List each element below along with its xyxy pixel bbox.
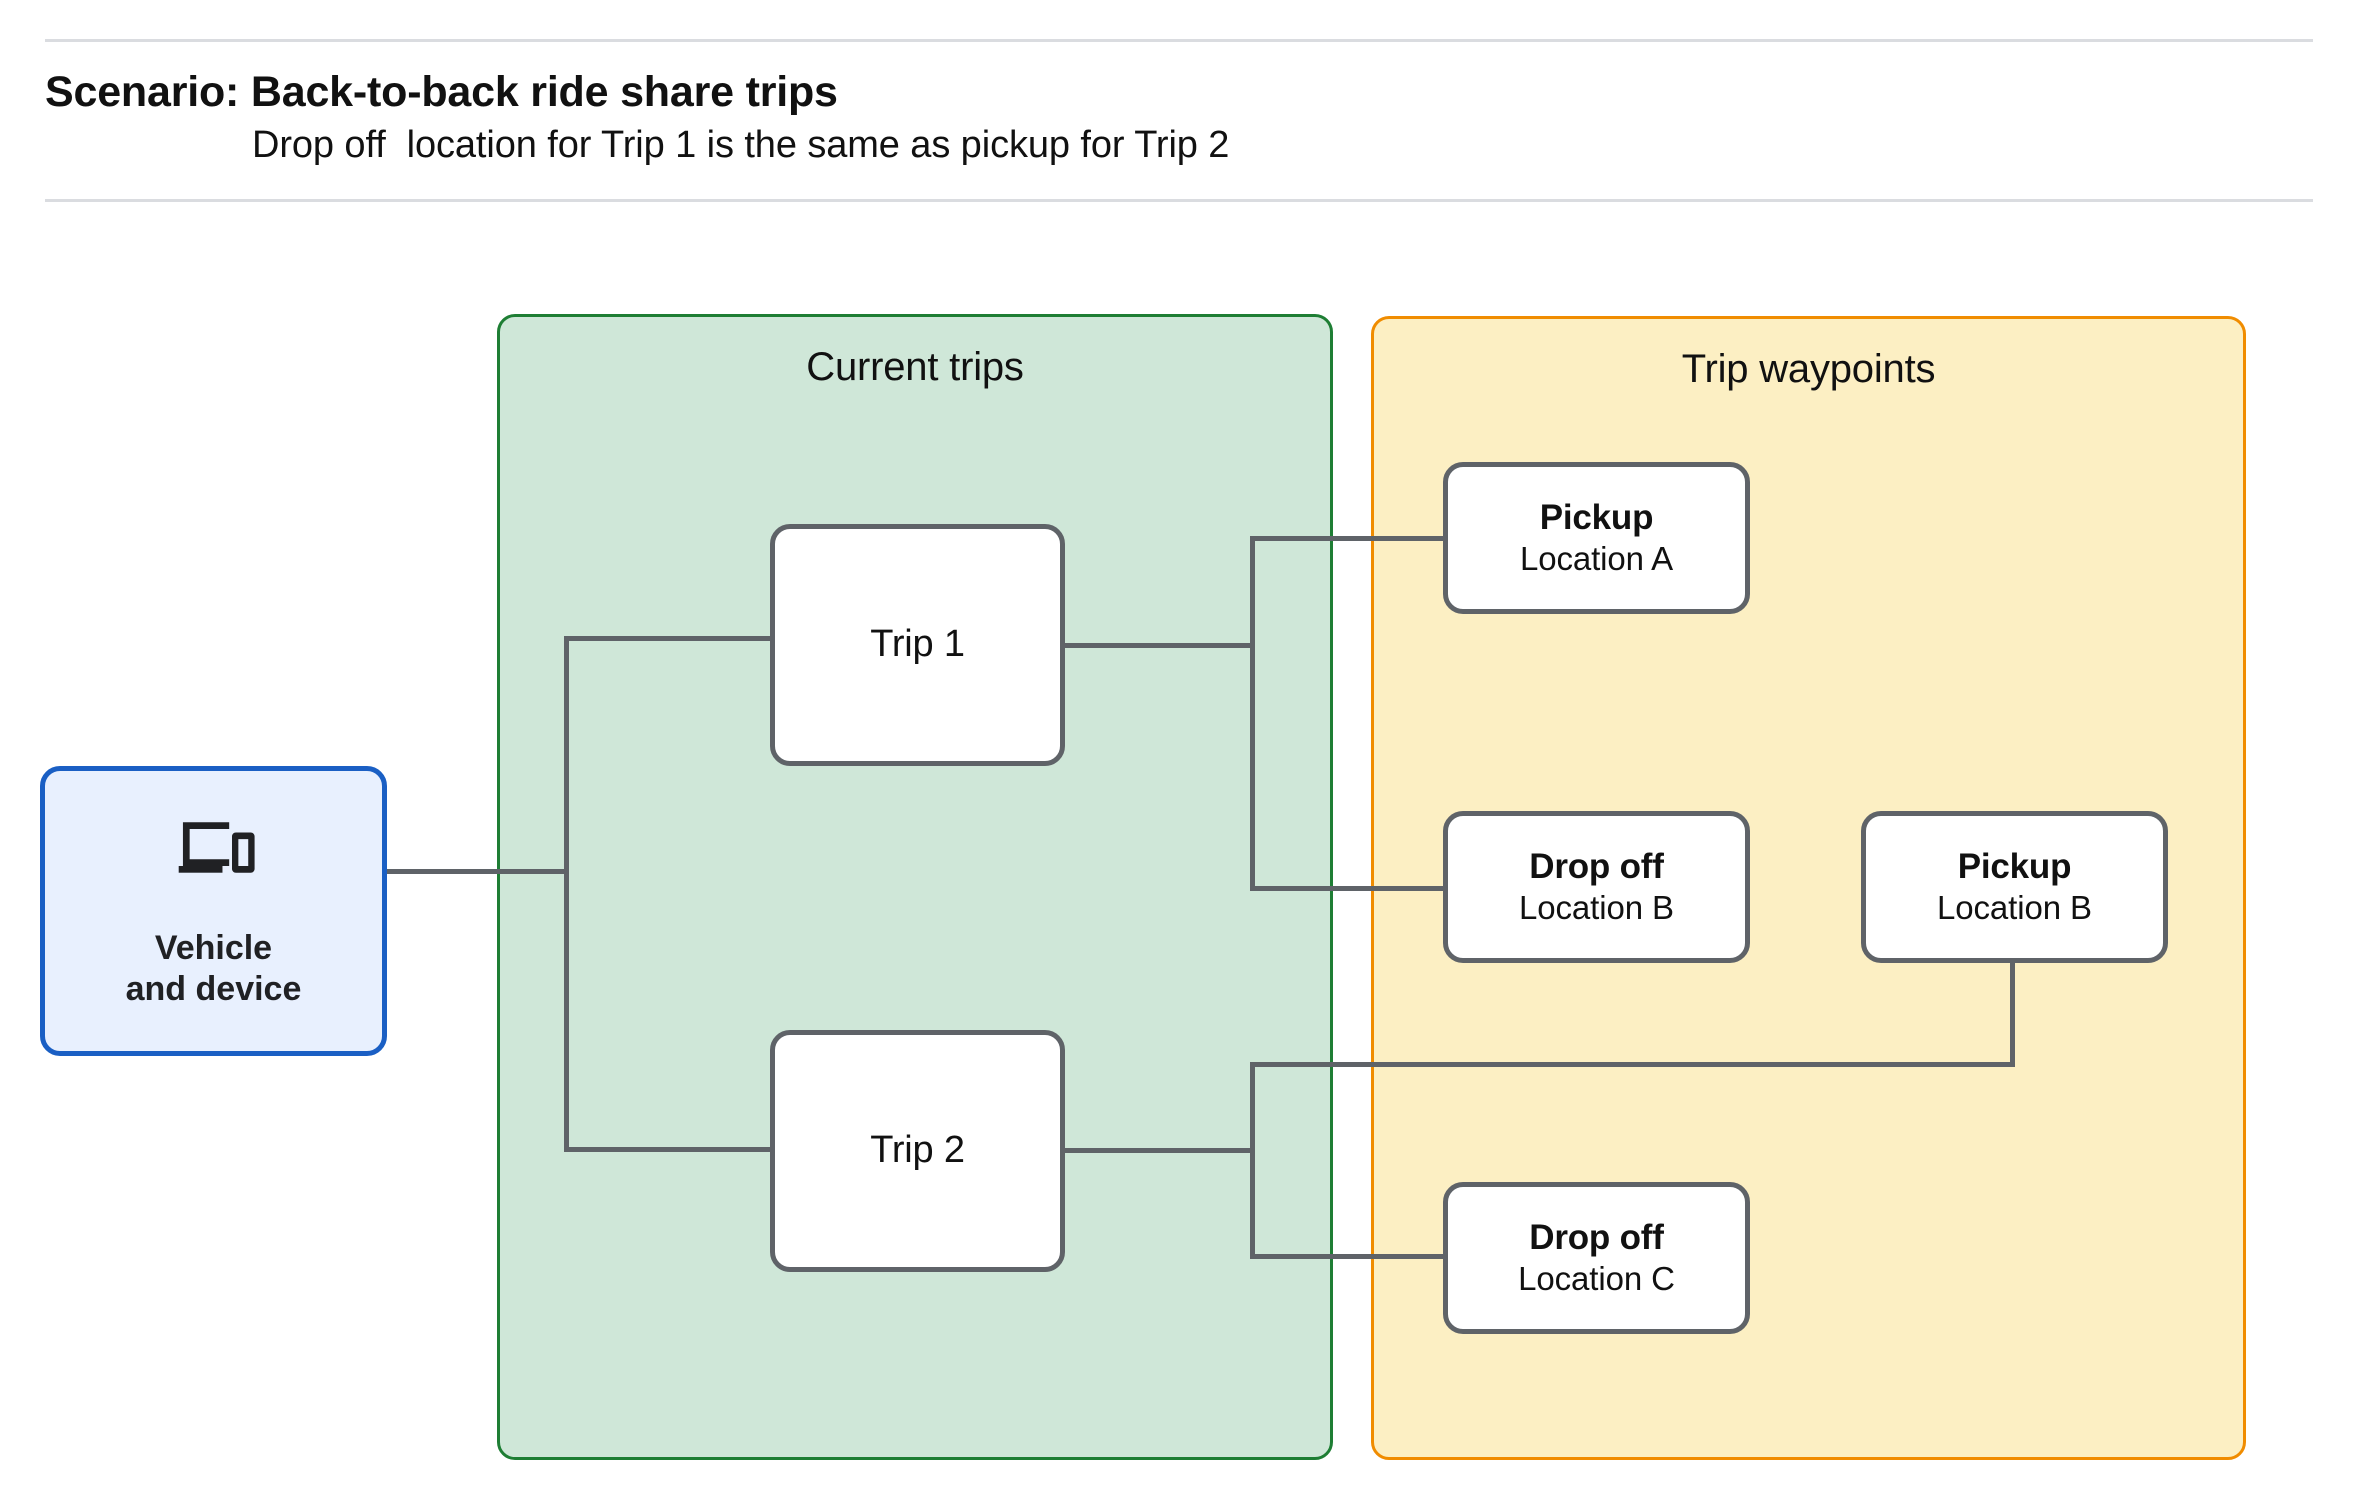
- connector-bus-to-trip-1: [564, 636, 774, 641]
- node-waypoint-dropoff-b[interactable]: Drop off Location B: [1443, 811, 1750, 963]
- node-waypoint-dropoff-c[interactable]: Drop off Location C: [1443, 1182, 1750, 1334]
- connector-pickup-b-down: [2010, 959, 2015, 1065]
- page-title: Scenario: Back-to-back ride share trips: [45, 68, 838, 116]
- connector-bus-vertical: [564, 636, 569, 1152]
- connector-bus-to-trip-2: [564, 1147, 774, 1152]
- node-trip-2[interactable]: Trip 2: [770, 1030, 1065, 1272]
- connector-vehicle-to-bus: [385, 869, 569, 874]
- connector-trip-1-bus-vertical: [1250, 536, 1255, 891]
- node-trip-2-label: Trip 2: [870, 1129, 965, 1172]
- connector-trip-2-to-dropoff-c: [1250, 1254, 1448, 1259]
- node-waypoint-pickup-b-location: Location B: [1937, 889, 2092, 927]
- node-vehicle-and-device[interactable]: Vehicle and device: [40, 766, 387, 1056]
- connector-trip-2-bus-vertical: [1250, 1062, 1255, 1258]
- devices-icon: [178, 821, 255, 873]
- node-trip-1-label: Trip 1: [870, 623, 965, 666]
- page-subtitle: Drop off location for Trip 1 is the same…: [252, 124, 1230, 166]
- connector-trip-2-out: [1061, 1148, 1255, 1153]
- node-trip-1[interactable]: Trip 1: [770, 524, 1065, 766]
- node-waypoint-dropoff-c-location: Location C: [1518, 1260, 1675, 1298]
- node-waypoint-dropoff-c-type: Drop off: [1529, 1217, 1664, 1257]
- node-waypoint-pickup-b[interactable]: Pickup Location B: [1861, 811, 2168, 963]
- panel-trip-waypoints-title: Trip waypoints: [1681, 347, 1936, 391]
- node-waypoint-pickup-a-type: Pickup: [1539, 497, 1654, 537]
- connector-trip-1-to-pickup-a: [1250, 536, 1448, 541]
- panel-current-trips: Current trips: [497, 314, 1333, 1460]
- connector-trip-1-out: [1061, 643, 1255, 648]
- node-waypoint-pickup-a[interactable]: Pickup Location A: [1443, 462, 1750, 614]
- node-waypoint-dropoff-b-type: Drop off: [1529, 846, 1664, 886]
- node-waypoint-pickup-a-location: Location A: [1519, 540, 1674, 578]
- header-divider-top: [45, 39, 2313, 42]
- panel-current-trips-title: Current trips: [806, 345, 1024, 389]
- node-vehicle-label: Vehicle and device: [125, 928, 302, 1008]
- connector-trip-1-to-dropoff-b: [1250, 886, 1448, 891]
- node-waypoint-dropoff-b-location: Location B: [1519, 889, 1674, 927]
- connector-trip-2-to-pickup-b: [1250, 1062, 2015, 1067]
- header-divider-bottom: [45, 199, 2313, 202]
- node-waypoint-pickup-b-type: Pickup: [1957, 846, 2072, 886]
